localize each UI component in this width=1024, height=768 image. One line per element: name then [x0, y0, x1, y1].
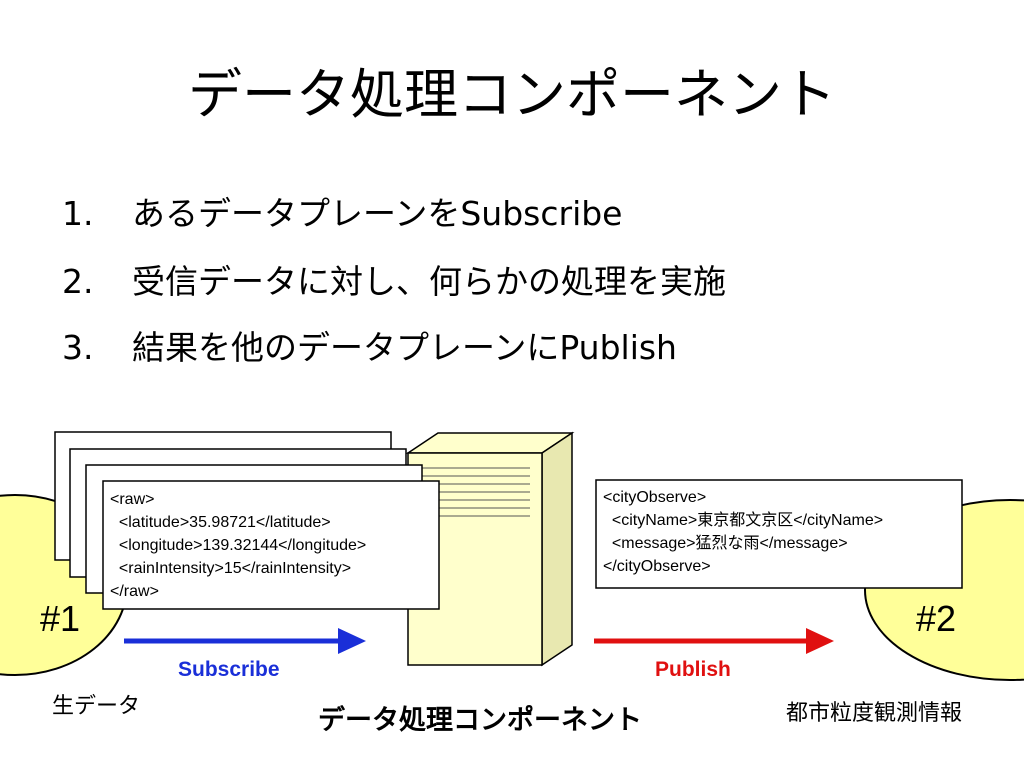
publish-label: Publish: [655, 658, 731, 681]
page-title: データ処理コンポーネント: [188, 63, 836, 126]
component-label: データ処理コンポーネント: [318, 705, 642, 735]
subscribe-arrow: [124, 628, 366, 654]
step-item-1: 1. あるデータプレーンをSubscribe: [62, 192, 622, 236]
step-text: あるデータプレーンをSubscribe: [132, 194, 623, 233]
plane-1-label: #1: [40, 598, 81, 639]
step-item-3: 3. 結果を他のデータプレーンにPublish: [62, 326, 677, 370]
plane-2-label: #2: [916, 598, 957, 639]
raw-xml-content: <raw> <latitude>35.98721</latitude> <lon…: [110, 491, 367, 600]
publish-arrow: [594, 628, 834, 654]
subscribe-label: Subscribe: [178, 658, 280, 681]
city-xml-content: <cityObserve> <cityName>東京都文京区</cityName…: [603, 489, 884, 575]
city-document: [595, 479, 963, 589]
raw-data-label: 生データ: [52, 693, 141, 718]
step-text: 受信データに対し、何らかの処理を実施: [132, 262, 726, 301]
step-number: 2.: [62, 262, 94, 301]
step-number: 3.: [62, 328, 94, 367]
step-text: 結果を他のデータプレーンにPublish: [132, 328, 677, 367]
raw-document-stack: [54, 431, 440, 610]
step-number: 1.: [62, 194, 94, 233]
city-info-label: 都市粒度観測情報: [786, 700, 963, 725]
step-item-2: 2. 受信データに対し、何らかの処理を実施: [62, 260, 726, 304]
